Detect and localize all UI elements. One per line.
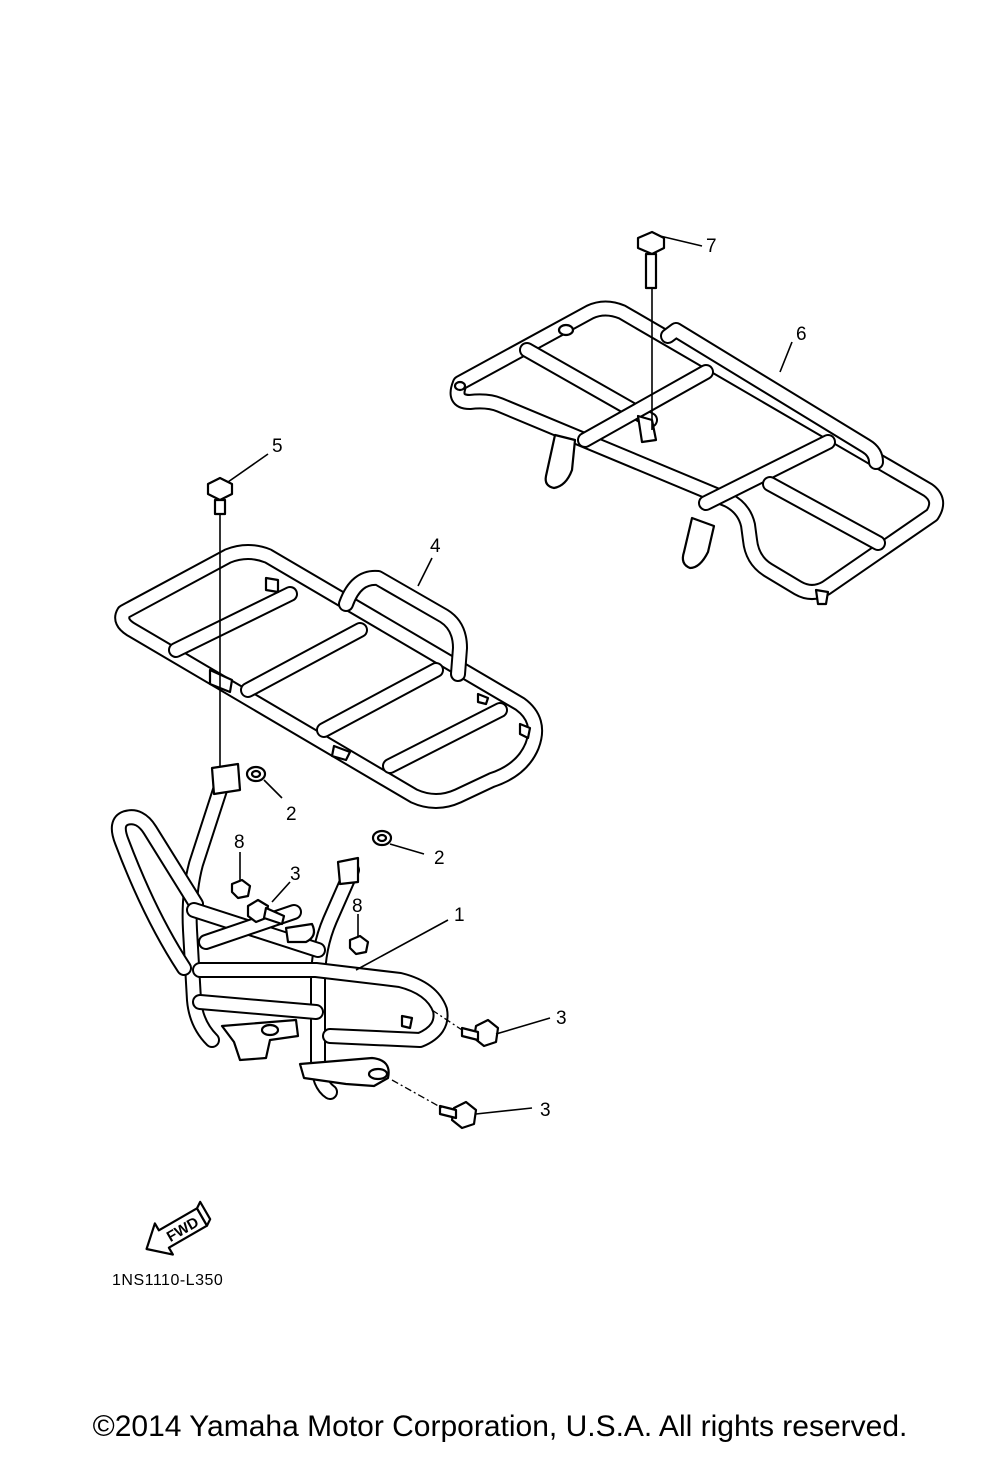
callout-8-b: 8 — [352, 896, 363, 917]
front-carrier-part-4 — [114, 544, 543, 809]
callout-7: 7 — [706, 236, 717, 257]
bolt-part-5 — [206, 453, 269, 768]
callout-2-b: 2 — [434, 848, 445, 869]
callout-5: 5 — [272, 436, 283, 457]
leader-part-6 — [779, 341, 793, 373]
leader-part-1 — [355, 919, 449, 971]
bolt-part-3-b — [431, 1009, 551, 1048]
callout-6: 6 — [796, 324, 807, 345]
callout-3-b: 3 — [556, 1008, 567, 1029]
callout-3-a: 3 — [290, 864, 301, 885]
diagram-code: 1NS1110-L350 — [112, 1272, 224, 1289]
callout-3-c: 3 — [540, 1100, 551, 1121]
bolt-part-7 — [636, 230, 703, 430]
leader-part-4 — [417, 557, 433, 587]
callout-8-a: 8 — [234, 832, 245, 853]
bolt-part-3-c — [391, 1079, 533, 1130]
copyright-notice: ©2014 Yamaha Motor Corporation, U.S.A. A… — [92, 1410, 908, 1443]
bolt-part-8-b — [348, 914, 370, 956]
callout-4: 4 — [430, 536, 441, 557]
bumper-frame-part-1 — [110, 762, 449, 1100]
fwd-arrow-icon: FWD — [145, 1200, 212, 1256]
bolt-part-3-a — [246, 881, 291, 926]
callout-2-a: 2 — [286, 804, 297, 825]
grommet-part-2-b — [371, 829, 425, 855]
callout-1: 1 — [454, 905, 465, 926]
grommet-part-2-a — [245, 765, 283, 799]
bolt-part-8-a — [230, 852, 252, 900]
rear-carrier-part-6 — [449, 300, 945, 606]
